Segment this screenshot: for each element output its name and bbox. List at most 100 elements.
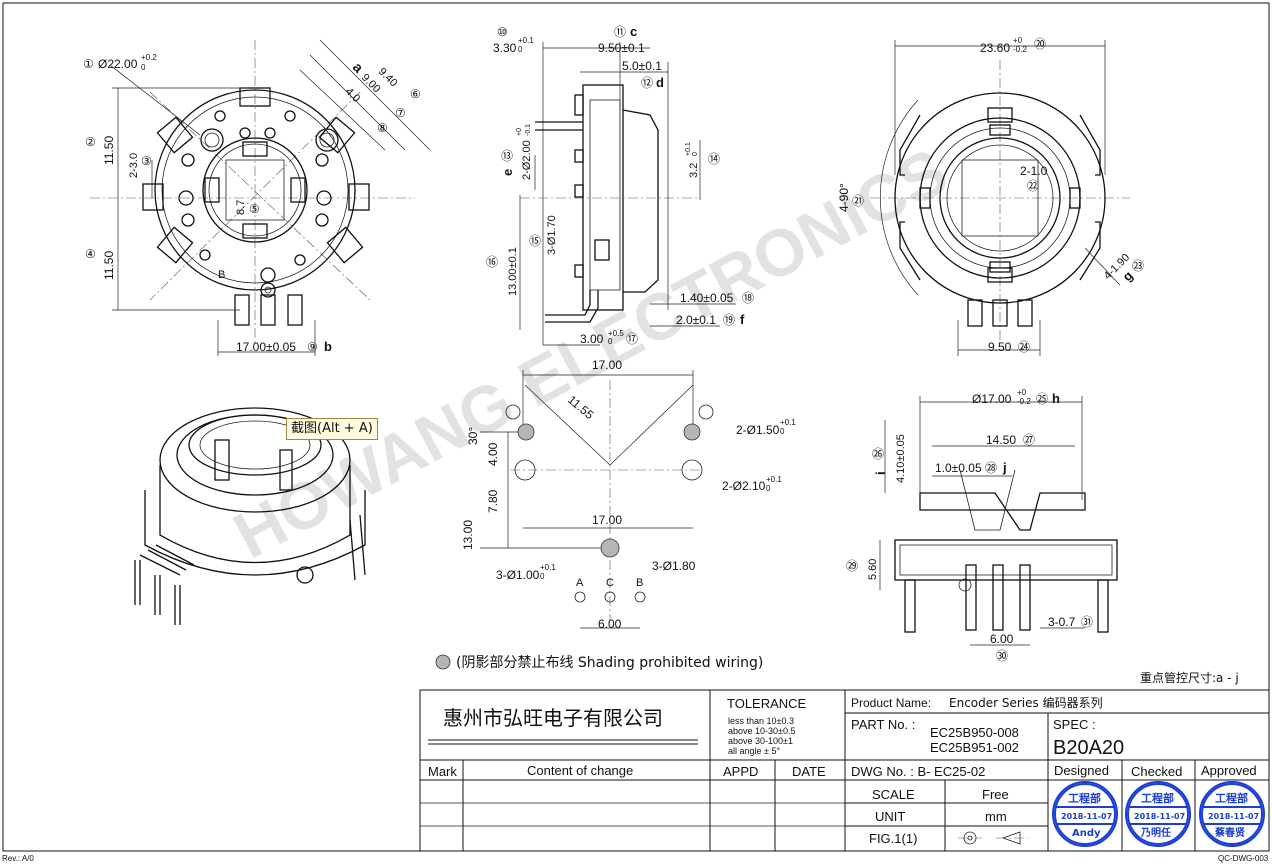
dim-1-tol2: 0: [141, 63, 146, 72]
dim-16: 13.00±0.1: [507, 247, 519, 296]
letter-e: e: [500, 169, 515, 176]
svg-text:工程部: 工程部: [1068, 791, 1101, 805]
dim-31: 3-0.7: [1048, 615, 1076, 629]
svg-text:+0.1: +0.1: [518, 36, 534, 45]
svg-text:⑩: ⑩: [497, 25, 508, 39]
pcb-hole2: 2-Ø2.10: [722, 479, 766, 493]
key-dims-note: 重点管控尺寸:a - j: [1140, 670, 1239, 685]
svg-text:-0.2: -0.2: [1013, 45, 1027, 54]
svg-text:㉖: ㉖: [872, 447, 884, 461]
dim-14: 3.2: [688, 163, 700, 178]
stamp-approved: 工程部 2018-11-07 蔡春贤: [1199, 781, 1265, 847]
svg-text:⑨: ⑨: [307, 340, 318, 354]
part-no-2: EC25B951-002: [930, 740, 1019, 755]
pcb-angle: 30°: [466, 427, 480, 445]
letter-a: a: [350, 59, 367, 76]
dim-9: 17.00±0.05: [236, 340, 296, 354]
dim-15: 3-Ø1.70: [546, 215, 558, 255]
svg-text:0: 0: [780, 427, 785, 436]
part-label: PART No. :: [851, 717, 915, 732]
rev-label: Rev.: A/0: [2, 854, 34, 863]
dim-24: 9.50: [988, 340, 1012, 354]
dim-10: 3.30: [493, 41, 517, 55]
side-view: ⑩ 3.30 +0.1 0 ⑪ c 9.50±0.1 5.0±0.1 ⑫ d ⑬…: [486, 24, 754, 346]
tolerance-title: TOLERANCE: [727, 696, 807, 711]
circle-num-1: ①: [83, 57, 94, 71]
dim-17: 3.00: [580, 332, 604, 346]
svg-text:⑫: ⑫: [641, 76, 653, 90]
svg-text:0: 0: [608, 337, 613, 346]
letter-b: b: [324, 339, 332, 354]
col-appd: APPD: [723, 764, 758, 779]
dim-28: 1.0±0.05: [935, 461, 982, 475]
svg-text:0: 0: [540, 572, 545, 581]
svg-text:2018-11-07: 2018-11-07: [1208, 812, 1259, 821]
pcb-w2: 17.00: [592, 513, 622, 527]
svg-text:㉒: ㉒: [1027, 179, 1039, 193]
svg-text:+0: +0: [516, 128, 523, 136]
pin-a: A: [576, 577, 584, 589]
front-view: ① Ø22.00 +0.2 0 ② 11.50 2-3.0 ③ ④ 11.50 …: [83, 39, 431, 356]
svg-text:⑯: ⑯: [486, 255, 498, 269]
stamp-checked: 工程部 2018-11-07 乃明任: [1125, 781, 1191, 847]
svg-text:⑮: ⑮: [529, 234, 541, 248]
dim-30: 6.00: [990, 632, 1014, 646]
doc-code: QC-DWG-003: [1218, 854, 1269, 863]
svg-text:㉕: ㉕: [1036, 392, 1048, 406]
dim-19: 2.0±0.1: [676, 313, 716, 327]
svg-text:⑰: ⑰: [626, 332, 638, 346]
product-value: Encoder Series 编码器系列: [949, 695, 1103, 710]
pcb-layout: 17.00 11.55 30° 4.00 7.80 13.00 17.00 6.…: [461, 358, 796, 631]
svg-text:+0.1: +0.1: [540, 563, 556, 572]
svg-text:㉛: ㉛: [1081, 615, 1093, 629]
svg-text:㉘: ㉘: [985, 461, 997, 475]
tolerance-line-4: all angle ± 5°: [728, 746, 780, 756]
tolerance-line-2: above 10-30±0.5: [728, 726, 796, 736]
checked-label: Checked: [1131, 764, 1182, 779]
letter-i: i: [873, 471, 888, 475]
svg-text:2018-11-07: 2018-11-07: [1061, 812, 1112, 821]
dim-13: 2-Ø2.00: [521, 140, 533, 180]
svg-text:⑦: ⑦: [395, 106, 406, 120]
scale-label: SCALE: [872, 787, 915, 802]
svg-text:0: 0: [692, 152, 699, 156]
letter-h: h: [1052, 391, 1060, 406]
mark-b: B: [218, 269, 225, 281]
unit-value: mm: [985, 809, 1007, 824]
designed-label: Designed: [1054, 763, 1109, 778]
svg-text:⑭: ⑭: [708, 152, 720, 166]
scale-value: Free: [982, 787, 1009, 802]
svg-text:⑱: ⑱: [742, 291, 754, 305]
svg-text:㉚: ㉚: [996, 649, 1008, 663]
dim-20: 23.60: [980, 41, 1010, 55]
svg-text:+0.1: +0.1: [685, 142, 692, 156]
pcb-hole1: 2-Ø1.50: [736, 423, 780, 437]
svg-text:工程部: 工程部: [1141, 791, 1174, 805]
watermark: HOWANG ELECTRONICS: [222, 133, 959, 572]
svg-text:㉙: ㉙: [846, 559, 858, 573]
dim-29: 5.60: [867, 559, 879, 580]
letter-f: f: [740, 312, 745, 327]
svg-text:蔡春贤: 蔡春贤: [1214, 826, 1246, 839]
svg-text:0: 0: [518, 45, 523, 54]
pcb-h3: 13.00: [461, 520, 475, 550]
dim-25: Ø17.00: [972, 392, 1012, 406]
tolerance-line-1: less than 10±0.3: [728, 716, 794, 726]
company-name: 惠州市弘旺电子有限公司: [443, 706, 663, 730]
svg-text:+0.5: +0.5: [608, 329, 624, 338]
approved-label: Approved: [1201, 763, 1257, 778]
dim-4: 11.50: [102, 251, 116, 280]
isometric-view: [134, 407, 366, 625]
dim-5: 8.7: [235, 200, 247, 215]
svg-text:乃明任: 乃明任: [1140, 826, 1171, 839]
svg-text:+0: +0: [1013, 36, 1023, 45]
back-view: 23.60 +0 -0.2 ⑳ 4-90° ㉑ 2-1.0 ㉒ 4-1.90 g…: [837, 36, 1144, 356]
screenshot-tooltip: 截图(Alt + A): [286, 418, 378, 440]
svg-text:②: ②: [85, 135, 96, 149]
svg-text:2018-11-07: 2018-11-07: [1134, 812, 1185, 821]
dim-3: 2-3.0: [128, 153, 140, 178]
svg-text:㉗: ㉗: [1023, 433, 1035, 447]
dim-1-tol: +0.2: [141, 53, 157, 62]
col-content: Content of change: [527, 763, 633, 778]
fig-label: FIG.1(1): [869, 831, 917, 846]
